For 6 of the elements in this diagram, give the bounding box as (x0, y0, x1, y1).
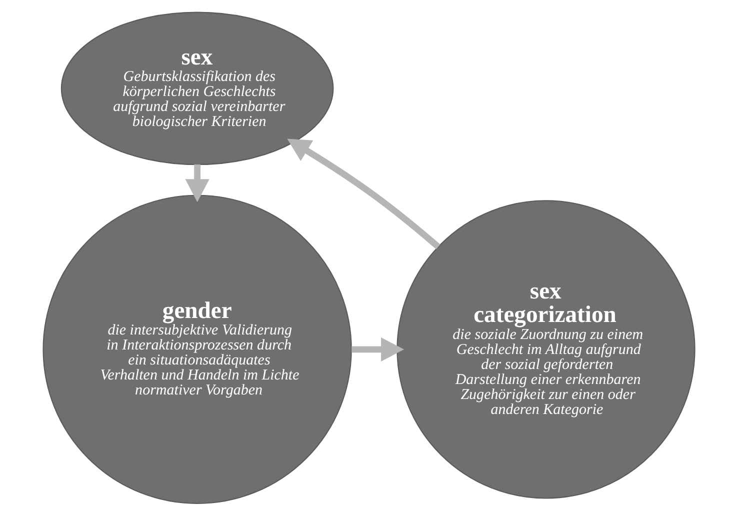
arrow (287, 138, 440, 250)
arrow (352, 337, 404, 362)
node-circle: sex categorization die soziale Zuordnung zu einem Geschlecht im Alltag aufgrund der sozial geforderten Darstellung einer erkennbaren Zugehörigkeit zur einen oder anderen Kategorie (396, 200, 696, 499)
arrow (185, 164, 210, 202)
node-ellipse: sex Geburtsklassifikation des körperlichen Geschlechts aufgrund sozial vereinbarter biologischer Kriterien (60, 12, 334, 166)
node-circle: gender die intersubjektive Validierung in Interaktionsprozessen durch ein situationsadäquates Verhalten und Handeln im Lichte normativer Vorgaben (42, 194, 352, 504)
